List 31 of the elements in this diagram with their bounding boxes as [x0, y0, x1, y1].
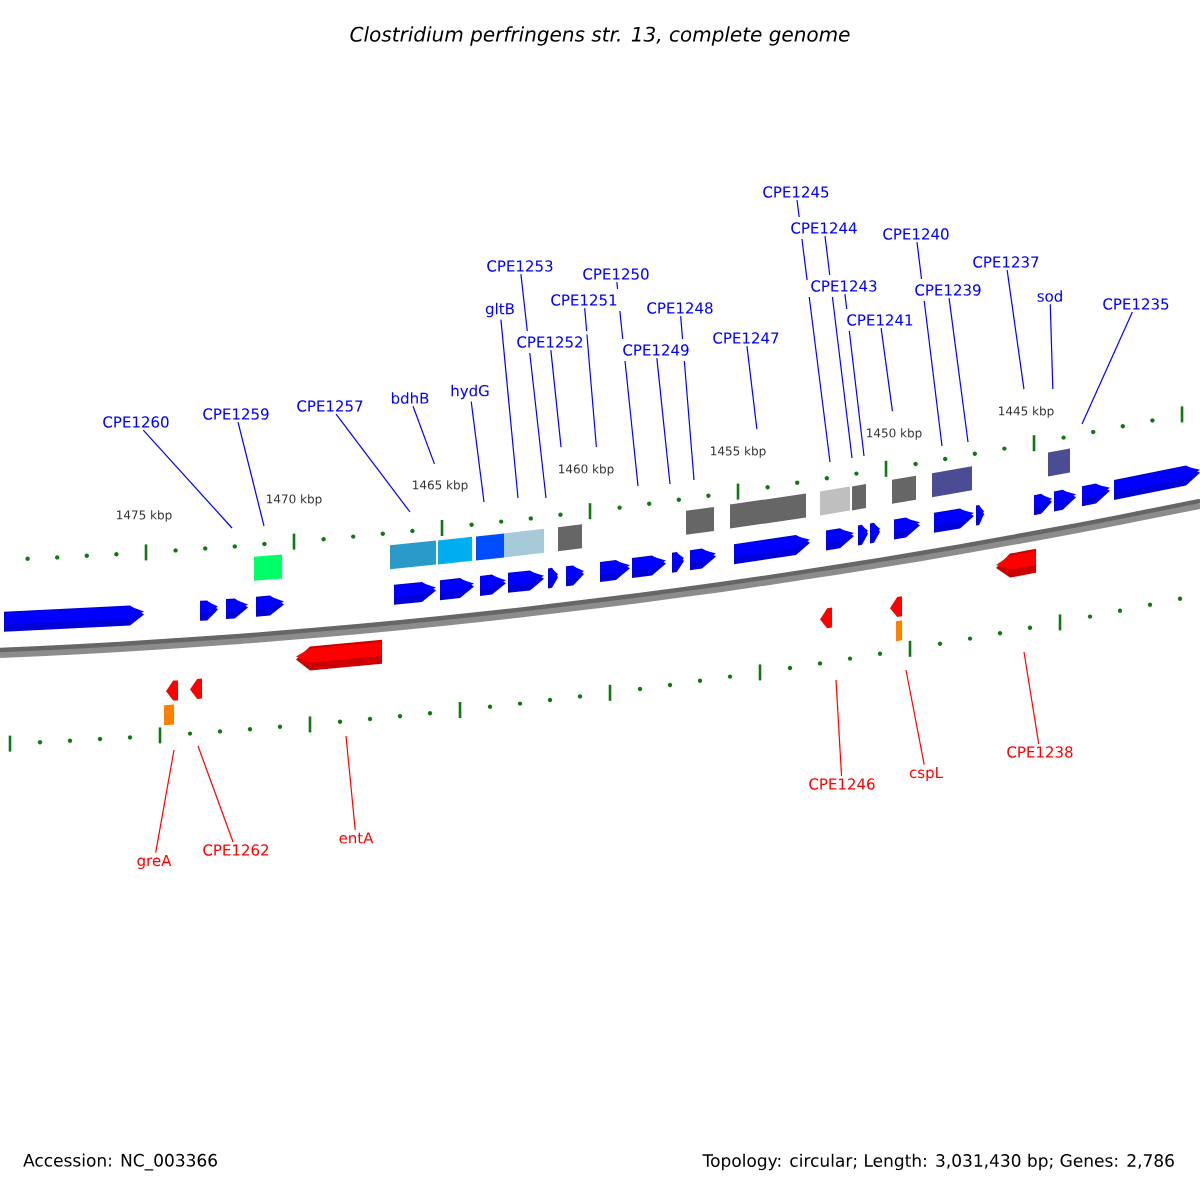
leader-line — [197, 745, 234, 843]
leader-line — [948, 297, 969, 443]
leader-line — [656, 357, 671, 485]
leader-line — [335, 413, 411, 513]
leader-line — [1006, 269, 1025, 390]
leader-line — [345, 735, 356, 831]
leader-line — [412, 405, 435, 465]
leader-line — [835, 679, 843, 777]
footer-text: Accession: NC_003366 — [23, 1153, 217, 1171]
footer-text: Topology: circular; Length: 3,031,430 bp; Genes: 2,786 — [702, 1153, 1174, 1171]
leader-line — [1049, 303, 1054, 390]
leader-line — [916, 241, 943, 447]
leader-line — [1081, 311, 1133, 425]
leader-line — [824, 235, 853, 459]
leader-line — [500, 319, 519, 499]
leader-line — [155, 749, 175, 854]
leader-line — [142, 429, 233, 529]
leader-line — [584, 307, 597, 448]
leader-line — [680, 315, 695, 481]
leader-line — [796, 199, 831, 463]
leader-line — [746, 345, 758, 430]
title: Clostridium perfringens str. 13, complete genome — [350, 26, 850, 46]
leader-line — [237, 421, 265, 527]
leader-line — [905, 669, 925, 766]
leader-line — [1023, 651, 1040, 745]
leader-line — [616, 281, 639, 487]
leader-line — [470, 401, 485, 503]
leader-line — [844, 293, 865, 457]
leader-line — [520, 273, 547, 499]
leader-line — [880, 327, 894, 412]
leader-line — [550, 349, 562, 448]
